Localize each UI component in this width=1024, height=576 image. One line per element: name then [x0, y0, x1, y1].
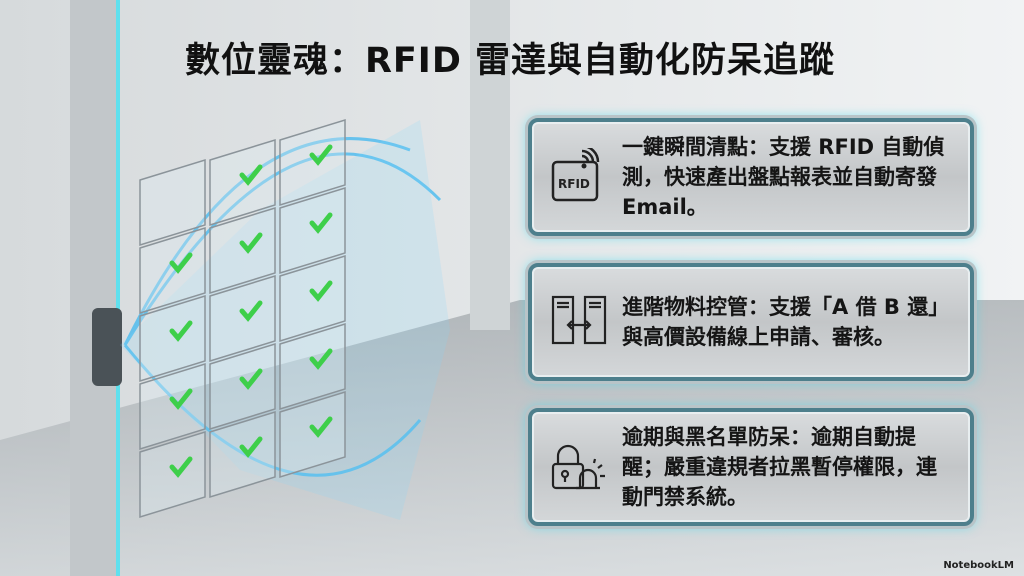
check-icon [169, 320, 193, 342]
check-icon [239, 368, 263, 390]
check-icon [309, 144, 333, 166]
locker-cell [209, 274, 276, 363]
check-icon [309, 280, 333, 302]
page-title: 數位靈魂：RFID 雷達與自動化防呆追蹤 [184, 41, 836, 81]
notebooklm-logo: NotebookLM [943, 560, 1014, 571]
check-icon [309, 212, 333, 234]
locker-cell [279, 118, 346, 207]
locker-cell [279, 186, 346, 275]
locker-cell [139, 430, 206, 519]
feature-text: 一鍵瞬間清點：支援 RFID 自動偵測，快速產出盤點報表並自動寄發 Email。 [622, 135, 945, 219]
feature-text: 逾期與黑名單防呆：逾期自動提醒；嚴重違規者拉黑暫停權限，連動門禁系統。 [622, 425, 937, 509]
locker-cell [279, 254, 346, 343]
feature-card-blacklist: 逾期與黑名單防呆：逾期自動提醒；嚴重違規者拉黑暫停權限，連動門禁系統。 [528, 408, 974, 526]
rfid-reader [92, 308, 122, 386]
locker-cell [139, 158, 206, 247]
check-icon [309, 348, 333, 370]
cabinet-exchange-icon [551, 295, 607, 345]
rfid-icon: RFID [551, 148, 600, 202]
check-icon [169, 456, 193, 478]
locker-cell [209, 138, 276, 227]
feature-card-rfid: RFID 一鍵瞬間清點：支援 RFID 自動偵測，快速產出盤點報表並自動寄發 E… [528, 118, 974, 236]
svg-text:RFID: RFID [558, 177, 590, 191]
lock-alarm-icon [551, 444, 605, 490]
locker-cell [279, 322, 346, 411]
locker-cell [139, 294, 206, 383]
locker-cell [209, 410, 276, 499]
locker-cell [279, 390, 346, 479]
locker-cell [139, 226, 206, 315]
locker-cell [209, 342, 276, 431]
feature-card-material-control: 進階物料控管：支援「A 借 B 還」與高價設備線上申請、審核。 [528, 263, 974, 381]
check-icon [309, 416, 333, 438]
locker-cell [139, 362, 206, 451]
check-icon [239, 436, 263, 458]
locker-cell [209, 206, 276, 295]
check-icon [239, 164, 263, 186]
check-icon [169, 388, 193, 410]
check-icon [239, 232, 263, 254]
feature-text: 進階物料控管：支援「A 借 B 還」與高價設備線上申請、審核。 [622, 295, 950, 349]
check-icon [169, 252, 193, 274]
check-icon [239, 300, 263, 322]
